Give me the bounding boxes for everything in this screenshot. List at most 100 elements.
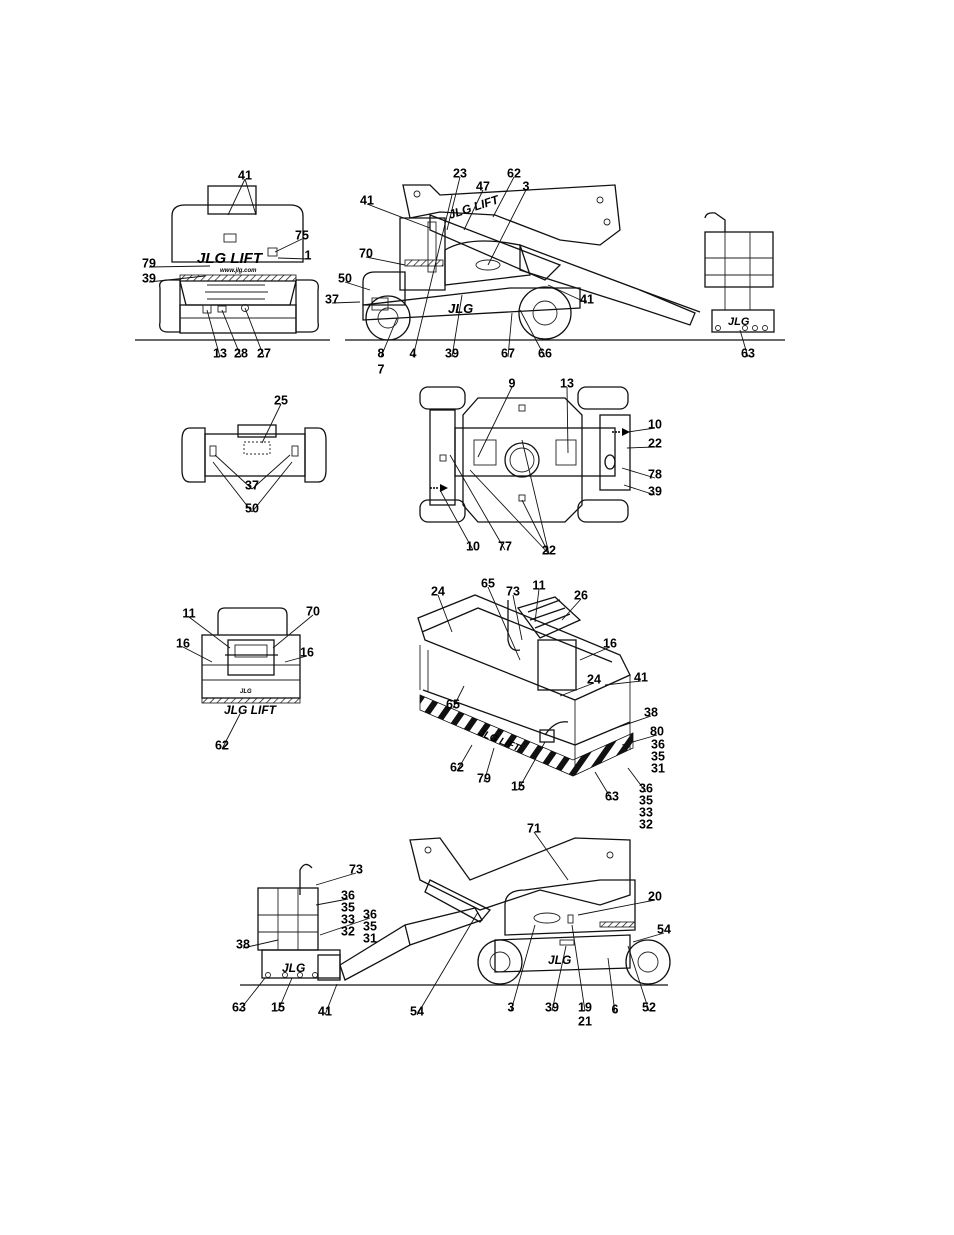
leader-line bbox=[579, 646, 611, 661]
callout-number: 77 bbox=[498, 539, 512, 553]
leader-line bbox=[319, 917, 371, 936]
callout-number: 41 bbox=[360, 193, 374, 207]
callout-number: 31 bbox=[651, 761, 665, 775]
leader-line bbox=[451, 294, 463, 358]
leader-line bbox=[561, 598, 582, 621]
callout-number: 73 bbox=[506, 584, 520, 598]
leader-line bbox=[517, 741, 546, 791]
leader-line bbox=[344, 281, 371, 291]
callout-number: 4 bbox=[410, 346, 417, 360]
leader-line bbox=[261, 403, 282, 444]
leader-line bbox=[609, 715, 652, 731]
callout-number: 24 bbox=[587, 672, 601, 686]
leader-line bbox=[547, 284, 588, 304]
right-side-view-drawing: JLG JLG bbox=[240, 837, 671, 986]
callout-number: 41 bbox=[634, 670, 648, 684]
leader-line bbox=[623, 484, 656, 496]
side-logo: JLG bbox=[448, 301, 473, 316]
leader-line bbox=[221, 713, 241, 750]
callout-number: 11 bbox=[532, 578, 545, 592]
callout-number: 6 bbox=[612, 1002, 619, 1016]
callout-number: 19 bbox=[578, 1000, 592, 1014]
leader-line bbox=[510, 924, 536, 1012]
leader-line bbox=[521, 499, 550, 555]
callout-number: 79 bbox=[142, 256, 156, 270]
callout-number: 63 bbox=[741, 346, 755, 360]
callout-number: 26 bbox=[574, 588, 588, 602]
callout-number: 62 bbox=[450, 760, 464, 774]
leader-line bbox=[251, 461, 293, 513]
callout-number: 22 bbox=[648, 436, 662, 450]
callout-number: 80 bbox=[650, 724, 664, 738]
leader-line bbox=[463, 189, 484, 231]
platform-front-view-drawing: JLG JLG LIFT bbox=[201, 607, 301, 717]
callout-number: 50 bbox=[338, 271, 352, 285]
callout-number: 8 bbox=[378, 346, 385, 360]
leader-line bbox=[487, 189, 527, 266]
callout-number: 10 bbox=[466, 539, 480, 553]
leader-line bbox=[212, 461, 253, 513]
leader-line bbox=[456, 744, 473, 772]
callout-number: 27 bbox=[257, 346, 271, 360]
callout-number: 67 bbox=[501, 346, 515, 360]
callout-number: 37 bbox=[245, 478, 259, 492]
leader-line bbox=[594, 771, 613, 801]
leader-line bbox=[221, 309, 242, 358]
leader-line bbox=[577, 899, 656, 916]
front-hazard-stripe bbox=[179, 274, 297, 282]
callout-number: 41 bbox=[238, 168, 252, 182]
callout-number: 38 bbox=[644, 705, 658, 719]
callout-number: 32 bbox=[639, 817, 653, 831]
callout-number: 15 bbox=[511, 779, 525, 793]
callout-number: 78 bbox=[648, 467, 662, 481]
callout-number: 11 bbox=[182, 606, 195, 620]
callout-number: 33 bbox=[639, 805, 653, 819]
leader-line bbox=[284, 655, 308, 663]
leader-line bbox=[272, 614, 314, 649]
leader-line bbox=[469, 469, 550, 555]
callout-number: 62 bbox=[215, 738, 229, 752]
leader-line bbox=[571, 924, 586, 1012]
leader-line bbox=[188, 616, 231, 649]
front-view-drawing: JLG LIFT www.jlg.com bbox=[135, 185, 330, 341]
leader-line bbox=[492, 176, 515, 218]
leader-line bbox=[626, 446, 656, 449]
leader-line bbox=[621, 734, 658, 746]
svg-text:JLG: JLG bbox=[728, 316, 750, 328]
leader-line bbox=[452, 685, 465, 709]
callout-number: 25 bbox=[274, 393, 288, 407]
leader-line bbox=[416, 911, 479, 1016]
callout-number: 3 bbox=[523, 179, 530, 193]
callout-number: 24 bbox=[431, 584, 445, 598]
leader-line bbox=[148, 275, 206, 283]
callout-number: 75 bbox=[295, 228, 309, 242]
callout-number: 7 bbox=[378, 362, 385, 376]
leader-line bbox=[607, 957, 616, 1014]
leader-line bbox=[380, 317, 398, 358]
leader-line bbox=[366, 203, 431, 229]
callout-number: 15 bbox=[271, 1000, 285, 1014]
leader-line bbox=[521, 439, 550, 555]
callout-number: 37 bbox=[325, 292, 339, 306]
leader-line bbox=[627, 945, 650, 1012]
callout-number: 66 bbox=[538, 346, 552, 360]
leader-line bbox=[487, 586, 521, 661]
callout-number: 39 bbox=[445, 346, 459, 360]
callout-number: 32 bbox=[341, 924, 355, 938]
leader-line bbox=[627, 767, 647, 793]
leader-line bbox=[206, 309, 221, 358]
callout-number: 41 bbox=[580, 292, 594, 306]
callout-number: 54 bbox=[410, 1004, 424, 1018]
leader-line bbox=[446, 176, 461, 231]
leader-line bbox=[315, 898, 349, 906]
callout-number: 35 bbox=[651, 749, 665, 763]
leader-line bbox=[331, 301, 361, 304]
callout-number: 38 bbox=[236, 937, 250, 951]
leader-line bbox=[449, 454, 506, 551]
